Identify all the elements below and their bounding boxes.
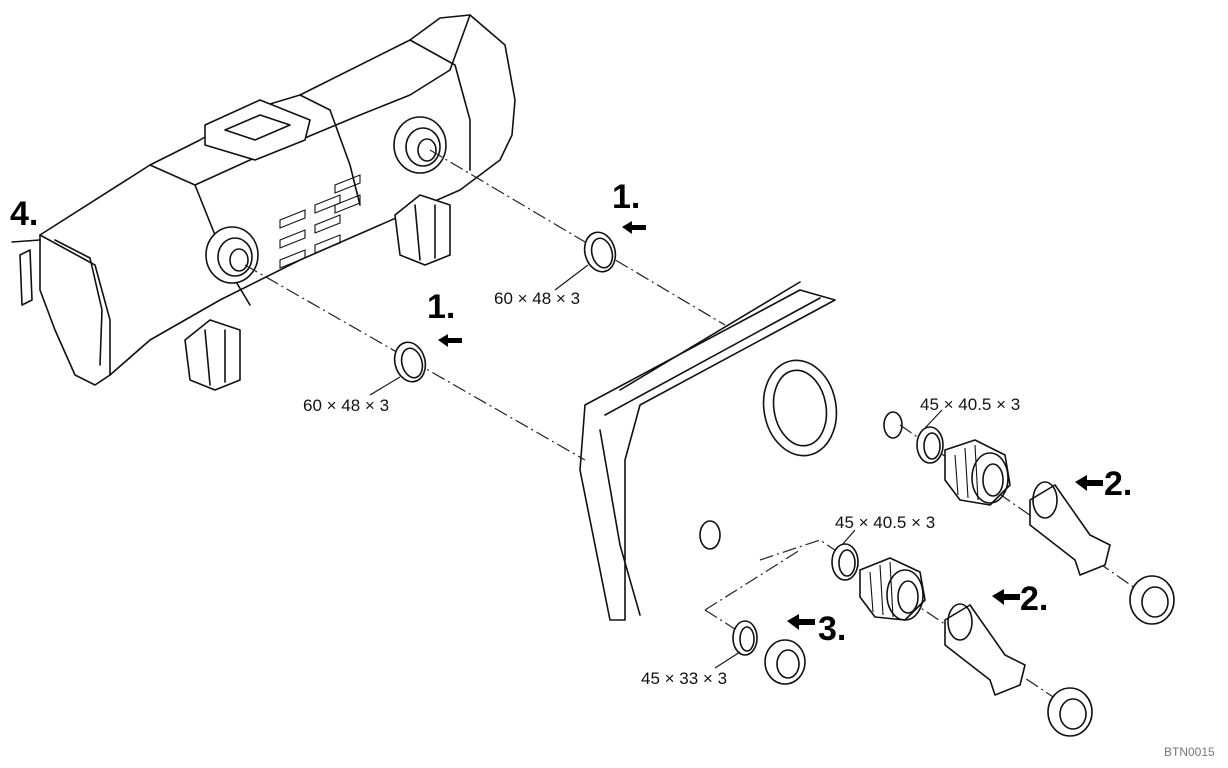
- assembly-axis-lines: [244, 149, 1146, 706]
- step-label-4: 4.: [10, 195, 38, 233]
- arrow-left-icon: [622, 221, 646, 234]
- figure-code: BTN0015: [1164, 745, 1215, 759]
- dimension-label-seal-upper: 45 × 40.5 × 3: [920, 395, 1020, 414]
- step-label-2-upper: 2.: [1104, 465, 1132, 503]
- arrow-left-icon: [992, 589, 1020, 605]
- step-label-1-mid: 1.: [427, 288, 455, 326]
- lower-fitting-assembly: [831, 529, 1093, 737]
- small-seal-cap-assembly: [714, 620, 806, 685]
- dimension-label-seal-small: 45 × 33 × 3: [641, 669, 727, 688]
- step-label-3: 3.: [818, 610, 846, 648]
- ring-60x48-top: [554, 231, 617, 291]
- filter-housing: [19, 14, 516, 391]
- arrow-left-icon: [1075, 475, 1103, 491]
- dimension-label-ring-mid: 60 × 48 × 3: [303, 396, 389, 415]
- upper-fitting-assembly: [916, 409, 1175, 625]
- step-label-2-lower: 2.: [1020, 580, 1048, 618]
- arrow-left-icon: [787, 614, 815, 630]
- tank-wall: [579, 281, 903, 621]
- ring-60x48-mid: [369, 341, 427, 396]
- step-label-1-top: 1.: [612, 178, 640, 216]
- step4-leader-line: [11, 239, 41, 243]
- dimension-label-ring-top: 60 × 48 × 3: [494, 289, 580, 308]
- arrow-left-icon: [438, 334, 462, 347]
- dimension-label-seal-lower: 45 × 40.5 × 3: [835, 513, 935, 532]
